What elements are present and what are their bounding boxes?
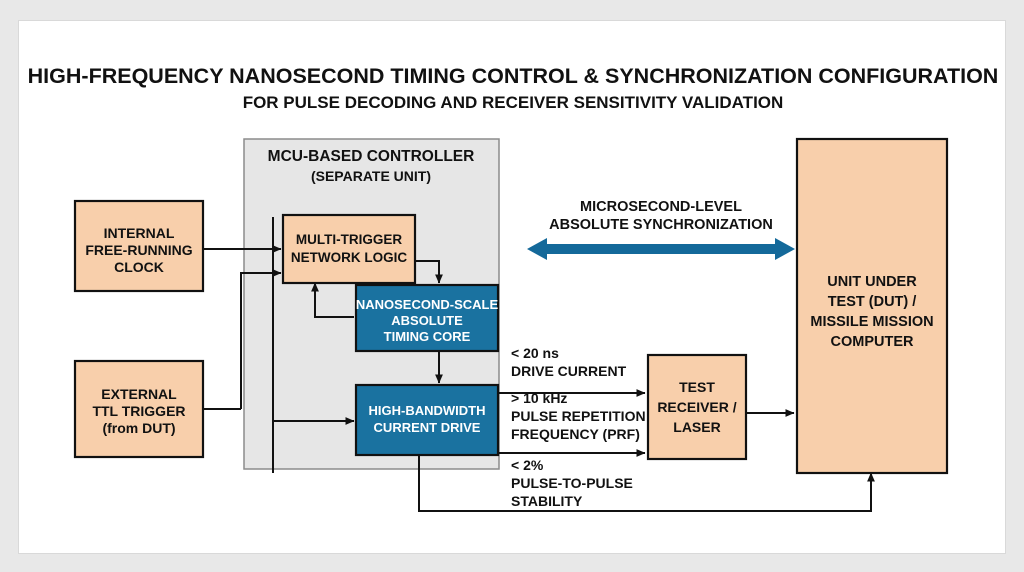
dut-line1: UNIT UNDER: [827, 274, 917, 290]
prf-line3: FREQUENCY (PRF): [511, 426, 640, 442]
block-timing-core[interactable]: NANOSECOND-SCALE ABSOLUTE TIMING CORE: [354, 283, 500, 353]
dut-line2: TEST (DUT) /: [828, 294, 917, 310]
wire-logic-to-core: [415, 260, 443, 284]
mcu-group-subtitle: (SEPARATE UNIT): [311, 168, 431, 184]
annotation-stability: < 2% PULSE-TO-PULSE STABILITY: [511, 457, 633, 509]
block-internal-clock[interactable]: INTERNAL FREE-RUNNING CLOCK: [73, 199, 205, 293]
internal-clock-line3: CLOCK: [114, 259, 164, 275]
drive-current-line1: < 20 ns: [511, 345, 559, 361]
page-title: HIGH-FREQUENCY NANOSECOND TIMING CONTROL…: [28, 64, 999, 88]
internal-clock-line2: FREE-RUNNING: [85, 242, 192, 258]
prf-line1: > 10 kHz: [511, 390, 567, 406]
multi-trigger-line1: MULTI-TRIGGER: [296, 232, 402, 247]
external-trigger-line3: (from DUT): [102, 420, 175, 436]
block-test-receiver[interactable]: TEST RECEIVER / LASER: [646, 353, 748, 461]
wire-ttl-up: [240, 269, 282, 409]
dut-line4: COMPUTER: [831, 334, 915, 350]
dut-line3: MISSILE MISSION: [810, 314, 933, 330]
current-drive-line1: HIGH-BANDWIDTH: [369, 403, 486, 418]
timing-core-line1: NANOSECOND-SCALE: [356, 297, 499, 312]
diagram-canvas: HIGH-FREQUENCY NANOSECOND TIMING CONTROL…: [28, 64, 999, 512]
current-drive-line2: CURRENT DRIVE: [374, 420, 481, 435]
drive-current-line2: DRIVE CURRENT: [511, 363, 627, 379]
block-external-trigger[interactable]: EXTERNAL TTL TRIGGER (from DUT): [73, 359, 205, 459]
wire-drive-feedback-bottom: [418, 455, 875, 512]
multi-trigger-line2: NETWORK LOGIC: [291, 250, 407, 265]
sync-label-line1: MICROSECOND-LEVEL: [580, 199, 742, 215]
diagram-frame: HIGH-FREQUENCY NANOSECOND TIMING CONTROL…: [18, 20, 1006, 554]
external-trigger-line1: EXTERNAL: [101, 386, 177, 402]
wire-core-feedback: [311, 282, 354, 318]
block-current-drive[interactable]: HIGH-BANDWIDTH CURRENT DRIVE: [354, 383, 500, 457]
test-receiver-line2: RECEIVER /: [657, 399, 736, 415]
page-subtitle: FOR PULSE DECODING AND RECEIVER SENSITIV…: [243, 93, 784, 112]
stability-line3: STABILITY: [511, 493, 583, 509]
stability-line2: PULSE-TO-PULSE: [511, 475, 633, 491]
timing-core-line2: ABSOLUTE: [391, 313, 463, 328]
internal-clock-line1: INTERNAL: [104, 225, 175, 241]
stability-line1: < 2%: [511, 457, 544, 473]
sync-label-line2: ABSOLUTE SYNCHRONIZATION: [549, 217, 773, 233]
timing-core-line3: TIMING CORE: [384, 329, 471, 344]
sync-arrow: [527, 238, 795, 260]
test-receiver-line3: LASER: [673, 419, 720, 435]
external-trigger-line2: TTL TRIGGER: [92, 403, 185, 419]
test-receiver-line1: TEST: [679, 379, 715, 395]
annotation-drive-current: < 20 ns DRIVE CURRENT: [511, 345, 627, 379]
prf-line2: PULSE REPETITION: [511, 408, 646, 424]
annotation-prf: > 10 kHz PULSE REPETITION FREQUENCY (PRF…: [511, 390, 646, 442]
mcu-group-title: MCU-BASED CONTROLLER: [268, 148, 475, 165]
block-dut[interactable]: UNIT UNDER TEST (DUT) / MISSILE MISSION …: [795, 137, 949, 475]
connector-lines: [203, 217, 875, 512]
block-multi-trigger-logic[interactable]: MULTI-TRIGGER NETWORK LOGIC: [281, 213, 417, 285]
